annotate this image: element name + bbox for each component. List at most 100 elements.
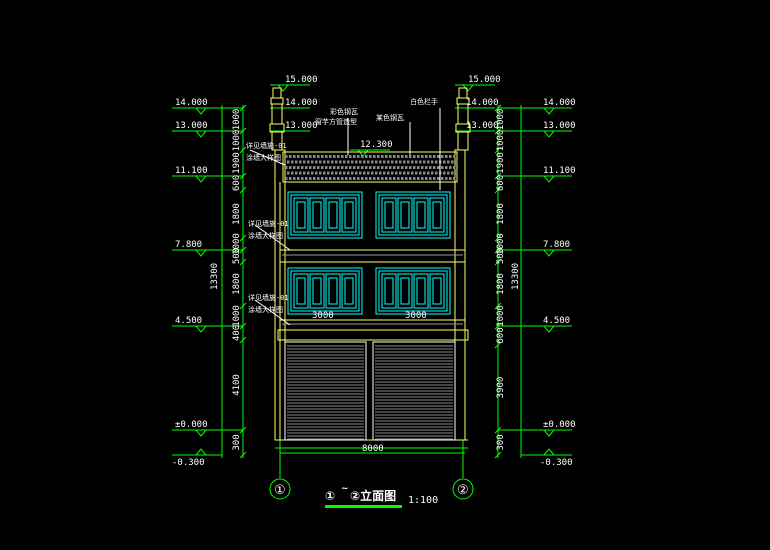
note-left-c2: 涂墙大样图 [248, 305, 283, 314]
roof-tile [311, 171, 314, 175]
roof-tile [329, 177, 332, 180]
roof-tile [361, 166, 364, 169]
window-pane [384, 277, 394, 305]
level-top-right-15: 15.000 [468, 75, 501, 85]
dim-left-10: 4100 [232, 374, 242, 396]
roof-tile [353, 166, 356, 169]
dim-right-4: 1800 [496, 203, 506, 225]
window-panel [381, 197, 397, 233]
roof-tile [377, 177, 380, 180]
roof-tile [295, 171, 298, 175]
roof-tile [369, 177, 372, 180]
roof-tile [433, 155, 436, 158]
note-left-c: 详见墙施-01 [248, 293, 289, 302]
window-pane [344, 277, 354, 305]
roof-tile [339, 171, 342, 175]
level-top-right-13: 13.000 [466, 121, 499, 131]
title-scale: 1:100 [408, 495, 438, 506]
roof-tile [341, 155, 344, 158]
note-left-b2: 涂墙大样图 [248, 231, 283, 240]
roof-tile [373, 166, 376, 169]
roof-tile [391, 171, 394, 175]
level-left-floor2: 7.800 [175, 240, 202, 250]
window-pane [312, 277, 322, 305]
roof-tile [409, 177, 412, 180]
window-pane [416, 277, 426, 305]
drawing-title: ① ~ ②立面图 1:100 [325, 484, 438, 508]
roof-tile [437, 155, 440, 158]
roof-tile [305, 177, 308, 180]
note-left-a: 详见墙施-01 [246, 141, 287, 150]
roof-tile [349, 177, 352, 180]
roof-tile [449, 177, 452, 180]
window-pane [328, 201, 338, 229]
roof-tile [443, 160, 446, 164]
roof-tile [355, 160, 358, 164]
dim-right-6: 500 [496, 248, 506, 264]
dim-right-2: 1900 [496, 152, 506, 174]
window-panel [381, 273, 397, 309]
level-right-roof: 13.000 [543, 121, 576, 131]
roof-tile [415, 160, 418, 164]
level-top-right-14: 14.000 [466, 98, 499, 108]
roof-tile [435, 160, 438, 164]
roof-tile [393, 155, 396, 158]
roof-tile [373, 177, 376, 180]
roof-tile [387, 171, 390, 175]
roof-tile [453, 166, 456, 169]
roof-tile [293, 155, 296, 158]
roof-tile [401, 166, 404, 169]
roof-tile [387, 160, 390, 164]
window-pane [384, 201, 394, 229]
roof-tile [353, 155, 356, 158]
level-labels-top: 15.000 15.000 14.000 14.000 13.000 13.00… [285, 75, 501, 150]
level-left-roof: 13.000 [175, 121, 208, 131]
roof-tile [365, 177, 368, 180]
roof-tile [317, 155, 320, 158]
dim-left-2: 1900 [232, 152, 242, 174]
roof-tile [433, 177, 436, 180]
roof-tile [451, 171, 454, 175]
roof-tile [291, 160, 294, 164]
roof-tile [395, 171, 398, 175]
window-pane [400, 277, 410, 305]
roof-tile [367, 171, 370, 175]
roof-tile [399, 160, 402, 164]
roof-tile [315, 160, 318, 164]
roof-tile [305, 166, 308, 169]
roof-tile [361, 155, 364, 158]
roof-tile [313, 177, 316, 180]
roof-tile [381, 155, 384, 158]
roof-tile [421, 177, 424, 180]
roof-tile [453, 155, 456, 158]
window-panel [325, 273, 341, 309]
roof-tile [333, 155, 336, 158]
window-panel [397, 273, 413, 309]
level-right-floor1: 4.500 [543, 316, 570, 326]
roof-tile [289, 155, 292, 158]
roof-tile [375, 171, 378, 175]
roof-tile [351, 160, 354, 164]
dim-left-8: 1000 [232, 305, 242, 327]
level-right-floor3: 11.100 [543, 166, 576, 176]
roof-tile [313, 166, 316, 169]
roof-tile [437, 166, 440, 169]
roof-tile [449, 166, 452, 169]
roof-tile [285, 155, 288, 158]
window-panel [429, 273, 445, 309]
axis-bubble-right: ② [457, 483, 469, 498]
roof-tile [345, 177, 348, 180]
roof-tile [323, 160, 326, 164]
roof-tile [397, 177, 400, 180]
roof-tile [455, 171, 458, 175]
roof-tile [377, 155, 380, 158]
roof-tile [409, 155, 412, 158]
window-pane [400, 201, 410, 229]
roof-tile [339, 160, 342, 164]
building-outline [269, 87, 471, 441]
roof-tile [329, 155, 332, 158]
roof-tile [393, 177, 396, 180]
roof-tile [447, 171, 450, 175]
note-left-a2: 涂墙大样图 [246, 153, 281, 162]
roof-tile [379, 171, 382, 175]
